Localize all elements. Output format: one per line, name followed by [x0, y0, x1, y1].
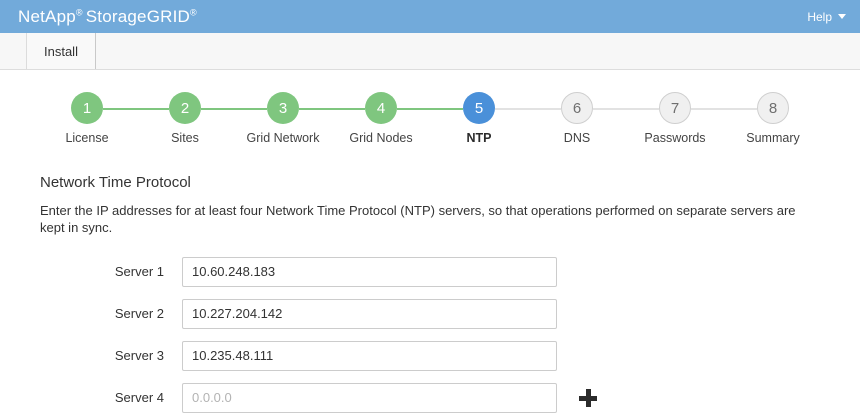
form-row-server-2: Server 2: [40, 298, 820, 329]
tab-bar-filler: [96, 33, 860, 69]
brand-logo: NetApp®StorageGRID®: [18, 7, 197, 27]
wizard-progress: 1 License 2 Sites 3 Grid Network 4 Grid …: [0, 92, 860, 156]
page-title: Network Time Protocol: [40, 174, 191, 191]
page-description: Enter the IP addresses for at least four…: [40, 203, 796, 235]
step-number-badge: 7: [659, 92, 691, 124]
step-number-badge: 5: [463, 92, 495, 124]
wizard-step-sites[interactable]: 2 Sites: [136, 92, 234, 145]
wizard-step-dns[interactable]: 6 DNS: [528, 92, 626, 145]
step-number-badge: 2: [169, 92, 201, 124]
tab-bar-gutter: [0, 33, 27, 69]
wizard-step-summary[interactable]: 8 Summary: [724, 92, 822, 145]
tab-install[interactable]: Install: [27, 33, 96, 69]
wizard-step-ntp[interactable]: 5 NTP: [430, 92, 528, 145]
server-4-input[interactable]: [182, 382, 557, 413]
step-number-badge: 8: [757, 92, 789, 124]
step-label: Grid Nodes: [349, 131, 413, 145]
step-label: NTP: [466, 131, 492, 145]
ntp-server-form: Server 1 Server 2 Server 3 Server 4: [40, 256, 820, 413]
server-2-label: Server 2: [114, 306, 164, 322]
step-connector-right: [593, 108, 626, 110]
server-2-input[interactable]: [182, 298, 557, 329]
wizard-step-license[interactable]: 1 License: [38, 92, 136, 145]
step-connector-right: [397, 108, 430, 110]
registered-trademark-icon: ®: [190, 6, 197, 17]
ntp-panel: Network Time Protocol Enter the IP addre…: [0, 156, 860, 413]
wizard-step-grid-nodes[interactable]: 4 Grid Nodes: [332, 92, 430, 145]
step-connector-right: [103, 108, 136, 110]
app-banner: NetApp®StorageGRID® Help: [0, 0, 860, 33]
step-connector-right: [299, 108, 332, 110]
step-number-badge: 1: [71, 92, 103, 124]
form-row-server-1: Server 1: [40, 256, 820, 287]
step-number-badge: 4: [365, 92, 397, 124]
chevron-down-icon: [838, 14, 846, 19]
step-label: DNS: [563, 131, 591, 145]
step-connector-left: [528, 108, 561, 110]
step-label: License: [65, 131, 109, 145]
step-number-badge: 3: [267, 92, 299, 124]
step-connector-left: [430, 108, 463, 110]
step-connector-right: [495, 108, 528, 110]
wizard-step-passwords[interactable]: 7 Passwords: [626, 92, 724, 145]
brand-name: NetApp: [18, 6, 76, 26]
server-1-label: Server 1: [114, 264, 164, 280]
registered-trademark-icon: ®: [75, 6, 83, 17]
step-connector-left: [332, 108, 365, 110]
wizard-step-list: 1 License 2 Sites 3 Grid Network 4 Grid …: [38, 92, 822, 145]
step-label: Summary: [746, 131, 800, 145]
server-4-label: Server 4: [114, 390, 164, 406]
step-connector-left: [234, 108, 267, 110]
help-menu-label: Help: [807, 9, 832, 24]
tab-bar: Install: [0, 33, 860, 70]
product-name: StorageGRID: [85, 6, 190, 26]
step-connector-left: [724, 108, 757, 110]
form-row-server-3: Server 3: [40, 340, 820, 371]
step-label: Sites: [171, 131, 199, 145]
server-3-label: Server 3: [114, 348, 164, 364]
wizard-step-grid-network[interactable]: 3 Grid Network: [234, 92, 332, 145]
step-label: Grid Network: [246, 131, 320, 145]
step-connector-right: [201, 108, 234, 110]
step-number-badge: 6: [561, 92, 593, 124]
help-menu[interactable]: Help: [807, 0, 846, 33]
step-connector-right: [691, 108, 724, 110]
step-connector-left: [626, 108, 659, 110]
form-row-server-4: Server 4: [40, 382, 820, 413]
server-3-input[interactable]: [182, 340, 557, 371]
plus-icon[interactable]: [579, 388, 597, 407]
step-label: Passwords: [644, 131, 706, 145]
step-connector-left: [136, 108, 169, 110]
server-1-input[interactable]: [182, 256, 557, 287]
